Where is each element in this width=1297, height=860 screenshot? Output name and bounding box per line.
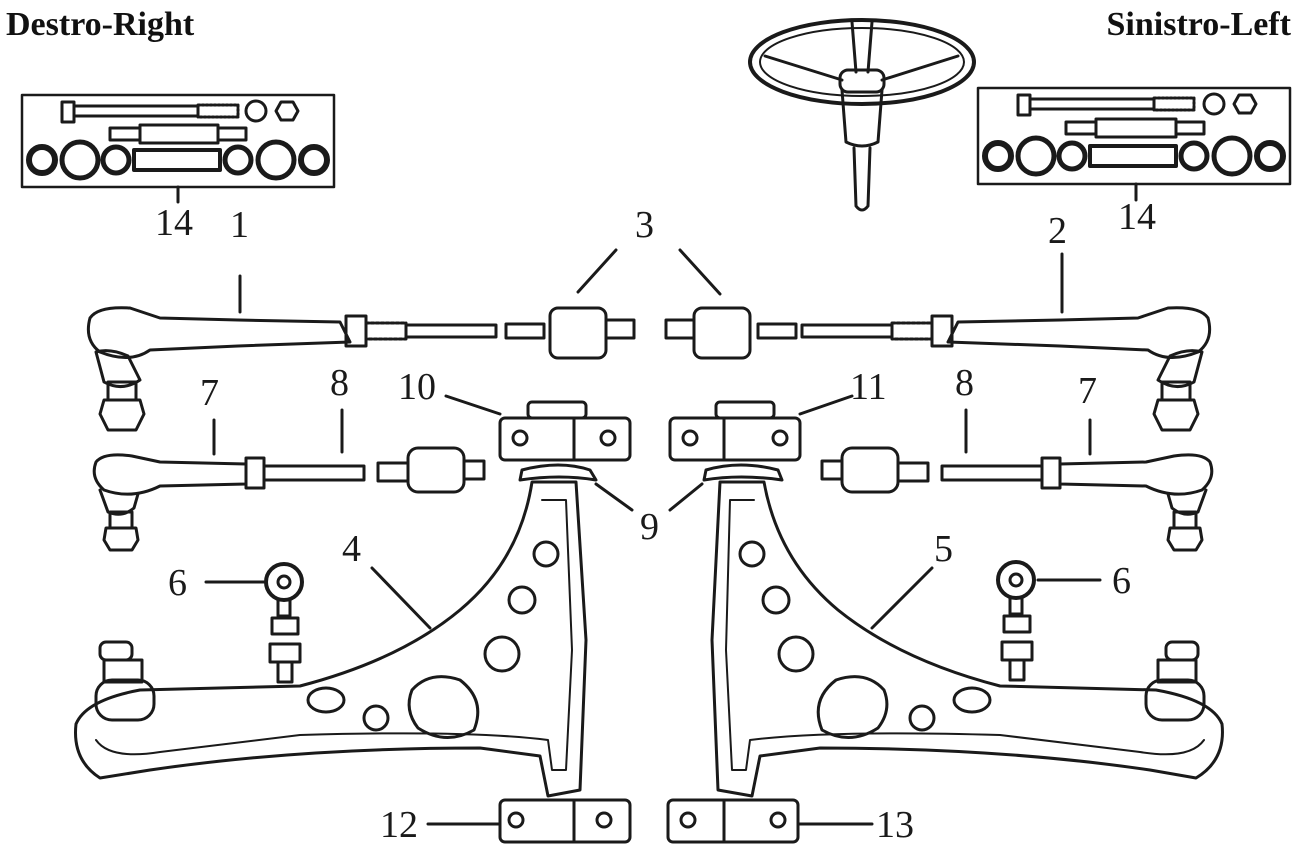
callout-14-left: 14 (155, 202, 193, 244)
callout-2: 2 (1048, 210, 1067, 252)
callout-8-right: 8 (955, 362, 974, 404)
callout-1: 1 (230, 204, 249, 246)
control-arm-left (74, 480, 588, 798)
callout-13: 13 (876, 804, 914, 846)
hardware-kit-right (976, 86, 1292, 202)
callout-12: 12 (380, 804, 418, 846)
callout-6-right: 6 (1112, 560, 1131, 602)
callout-10: 10 (398, 366, 436, 408)
callout-14-right: 14 (1118, 196, 1156, 238)
tie-rod-upper-left (86, 274, 636, 432)
title-destro-right: Destro-Right (6, 6, 195, 43)
tie-rod-lower-right (820, 408, 1214, 552)
callout-4: 4 (342, 528, 361, 570)
control-arm-right (710, 480, 1224, 798)
callout-3: 3 (635, 204, 654, 246)
tie-rod-upper-right (664, 252, 1212, 432)
bushing-right-lower (666, 798, 874, 844)
stabilizer-link-right (996, 560, 1102, 682)
bushing-left-lower (426, 798, 632, 844)
callout-6-left: 6 (168, 562, 187, 604)
stabilizer-link-left (204, 562, 304, 684)
tie-rod-lower-left (92, 408, 486, 552)
bushing-right-upper (668, 394, 854, 462)
callout-7-right: 7 (1078, 370, 1097, 412)
hardware-kit-left (20, 93, 336, 204)
bushing-left-upper (444, 394, 632, 462)
steering-wheel-icon (748, 18, 976, 212)
callout-11: 11 (850, 366, 887, 408)
callout-5: 5 (934, 528, 953, 570)
callout-9: 9 (640, 506, 659, 548)
callout-8-left: 8 (330, 362, 349, 404)
callout-7-left: 7 (200, 372, 219, 414)
title-sinistro-left: Sinistro-Left (1106, 6, 1291, 43)
